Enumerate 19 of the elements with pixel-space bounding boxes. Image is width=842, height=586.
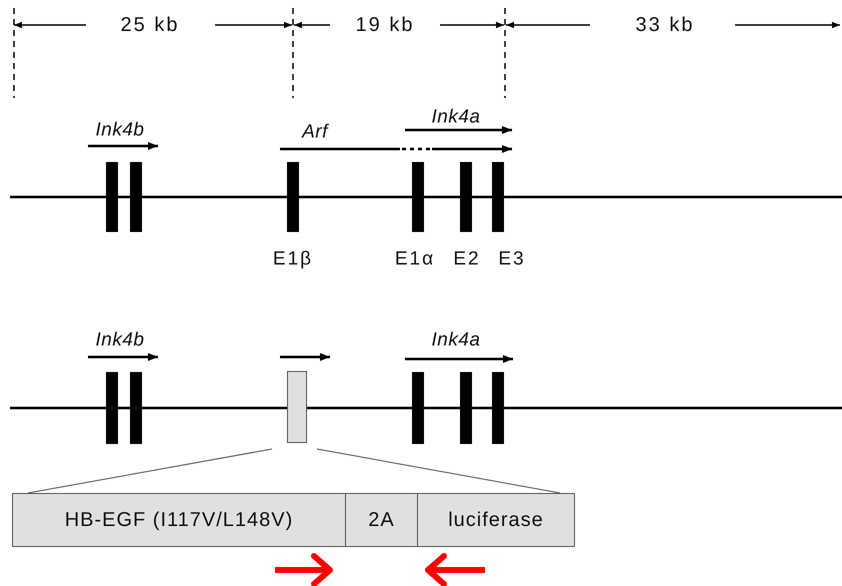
exon-label: E1β [272,250,314,268]
gene-label: Ink4b [96,330,144,350]
cassette-segment [345,493,418,547]
distance-label: 33 kb [636,15,694,35]
insert-box [287,371,307,443]
distance-label: 25 kb [120,15,180,35]
gene-label: Ink4b [96,120,144,140]
exon-label: E1α [394,250,436,268]
exon-label: E2 [453,250,481,268]
gene-label: Ink4a [432,330,480,350]
cassette-segment [417,493,575,547]
exon-label: E3 [498,250,526,268]
gene-label: Ink4a [432,108,480,126]
segment-label: HB-EGF (I117V/L148V) [64,508,294,532]
segment-label: luciferase [448,508,544,532]
distance-label: 19 kb [356,15,414,35]
gene-label: Arf [302,122,328,142]
segment-label: 2A [368,508,395,532]
cassette-segment [12,493,346,547]
